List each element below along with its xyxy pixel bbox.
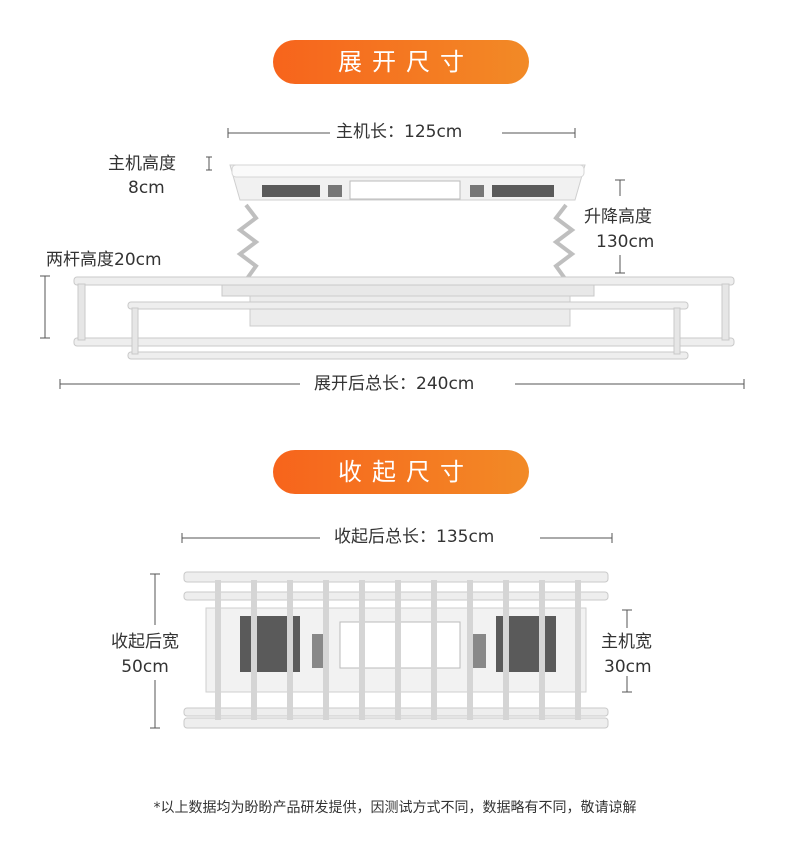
lift-height-value: 130cm <box>596 232 655 252</box>
folded-width-label: 收起后宽 <box>111 632 179 652</box>
host-height-value: 8cm <box>128 178 165 198</box>
footnote: *以上数据均为盼盼产品研发提供，因测试方式不同，数据略有不同，敬请谅解 <box>153 800 637 816</box>
telescopic-bars <box>73 276 735 360</box>
dimension-lines-expanded <box>40 128 745 389</box>
folded-width-value: 50cm <box>121 657 169 677</box>
dimension-lines-folded <box>150 533 632 729</box>
expanded-total-length-label: 展开后总长：240cm <box>314 374 475 394</box>
host-height-label: 主机高度 <box>108 154 176 174</box>
scissor-arms <box>236 203 576 282</box>
bars-height-label: 两杆高度20cm <box>46 250 162 270</box>
host-width-value: 30cm <box>604 657 652 677</box>
lift-height-label: 升降高度 <box>584 207 652 227</box>
folded-size-title: 收起尺寸 <box>273 450 529 494</box>
expanded-size-title: 展开尺寸 <box>273 40 529 84</box>
folded-total-length-label: 收起后总长：135cm <box>334 527 495 547</box>
folded-rack-bars <box>215 580 581 720</box>
host-unit <box>229 164 586 201</box>
host-length-label: 主机长：125cm <box>336 122 463 142</box>
host-width-label: 主机宽 <box>601 632 652 652</box>
